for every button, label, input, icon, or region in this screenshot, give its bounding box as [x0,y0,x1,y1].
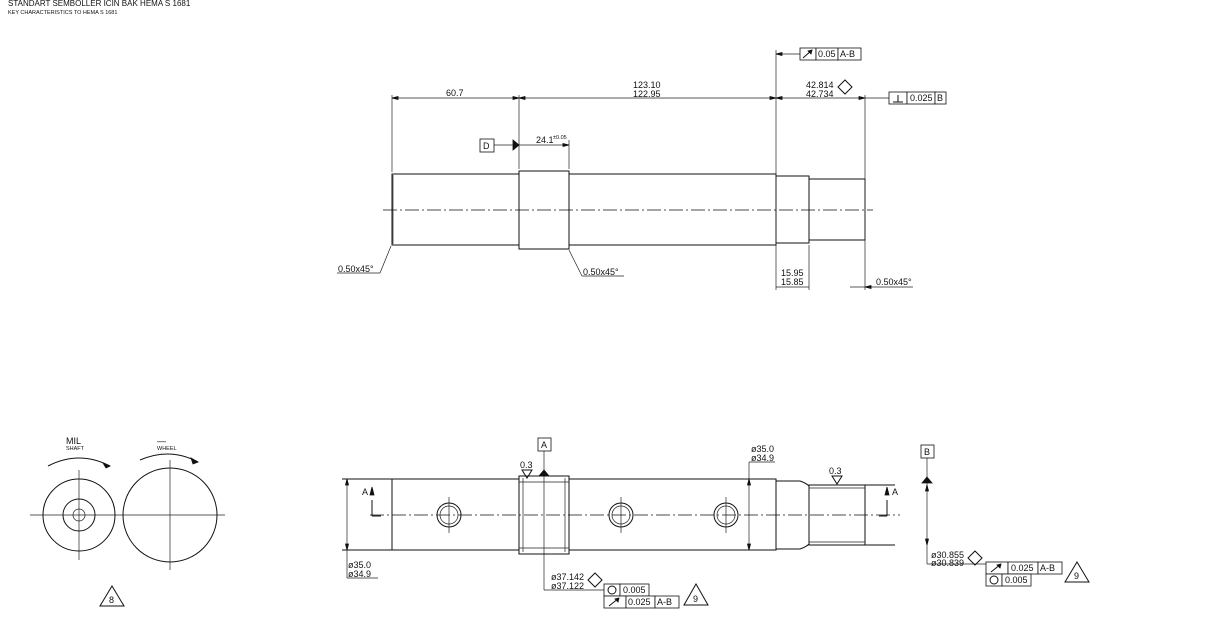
circular-runout-icon-3 [990,563,1002,573]
top-dim-24-1: 24.1 [536,135,554,145]
bottom-shaft-end [808,484,866,546]
roughness-a-icon [521,469,533,479]
dia-center-upper: ø37.142 [551,572,584,582]
triangle-note-9-center [683,582,709,606]
dia-left-upper: ø35.0 [348,560,371,570]
run-tol-value: 0.025 [628,597,651,607]
dia-left-lower: ø34.9 [348,569,371,579]
key-characteristic-diamond-icon-2 [587,572,603,588]
header-key-note: KEY CHARACTERISTICS TO HEMA S 1681 [8,10,117,16]
label-wheel: WHEEL [157,446,177,452]
top-dim-24-1-tol: ±0.05 [553,135,567,141]
datum-b-label: B [924,447,930,457]
perp-tol-value: 0.025 [910,93,933,103]
bottom-view: A A ø35.0 ø34.9 ø35.0 ø34.9 A 0.3 ø37.14… [342,437,1090,609]
svg-text:9: 9 [1074,571,1079,581]
section-marker-right: A [892,487,898,497]
svg-text:9: 9 [693,594,698,604]
top-shaft-step [775,175,810,244]
top-dim-60-7: 60.7 [446,88,464,98]
top-view: 60.7 123.10 122.95 42.814 42.734 0.025 B… [337,47,947,290]
key-characteristic-diamond-icon-3 [967,550,983,566]
roughness-b-icon [831,475,843,485]
top-shaft-end [808,178,866,241]
dia-mid-lower: ø34.9 [751,453,774,463]
datum-d-label: D [483,141,490,151]
datum-a-label: A [541,440,547,450]
top-dim-15-85: 15.85 [781,277,804,287]
hole-1 [436,497,462,533]
header-standard-note: STANDART SEMBOLLER ICIN BAK HEMA S 1681 [8,0,191,8]
roughness-b-value: 0.3 [829,466,842,476]
key-characteristic-diamond-icon [837,79,853,95]
label-dash: — [157,436,166,446]
svg-text:8: 8 [109,595,114,605]
chamfer-mid-label: 0.50x45° [583,267,619,277]
run-tol-datum: A-B [657,597,672,607]
bottom-shaft-main-section [568,478,777,551]
top-dim-122-95: 122.95 [633,89,661,99]
hole-2 [608,497,634,533]
dia-center-lower: ø37.122 [551,581,584,591]
top-dim-42-734: 42.734 [806,89,834,99]
top-dim-15-95: 15.95 [781,268,804,278]
section-marker-left: A [362,487,368,497]
label-shaft: SHAFT [66,446,85,452]
top-shaft-main-section [568,173,777,246]
runout-tol-value: 0.05 [818,49,836,59]
dia-right-upper: ø30.855 [931,550,964,560]
top-dim-42-814: 42.814 [806,80,834,90]
chamfer-right-label: 0.50x45° [876,277,912,287]
runout-tol-datum: A-B [840,49,855,59]
triangle-note-8 [99,585,125,607]
shaft-rotation-arrow-icon [47,457,111,467]
side-view: MIL SHAFT — WHEEL 8 [30,436,225,607]
triangle-note-9-right [1064,561,1090,583]
circ-tol-value: 0.005 [623,585,646,595]
perp-tol-datum: B [937,93,943,103]
label-mil: MIL [66,436,81,446]
top-dim-123-10: 123.10 [633,80,661,90]
top-shaft-left-section [391,173,520,246]
hole-3 [713,497,739,533]
right-run-tol-value: 0.025 [1011,563,1034,573]
wheel-rotation-arrow-icon [139,453,199,463]
dia-right-lower: ø30.839 [931,558,964,568]
right-circ-tol-value: 0.005 [1005,575,1028,585]
circular-runout-icon [802,49,813,59]
chamfer-left-label: 0.50x45° [338,264,374,274]
circularity-icon [607,585,617,595]
roughness-a-value: 0.3 [520,460,533,470]
right-run-tol-datum: A-B [1040,563,1055,573]
circular-runout-icon-2 [608,597,620,607]
dia-mid-upper: ø35.0 [751,444,774,454]
circularity-icon-2 [989,575,999,585]
bottom-shaft-left-section [391,478,520,551]
